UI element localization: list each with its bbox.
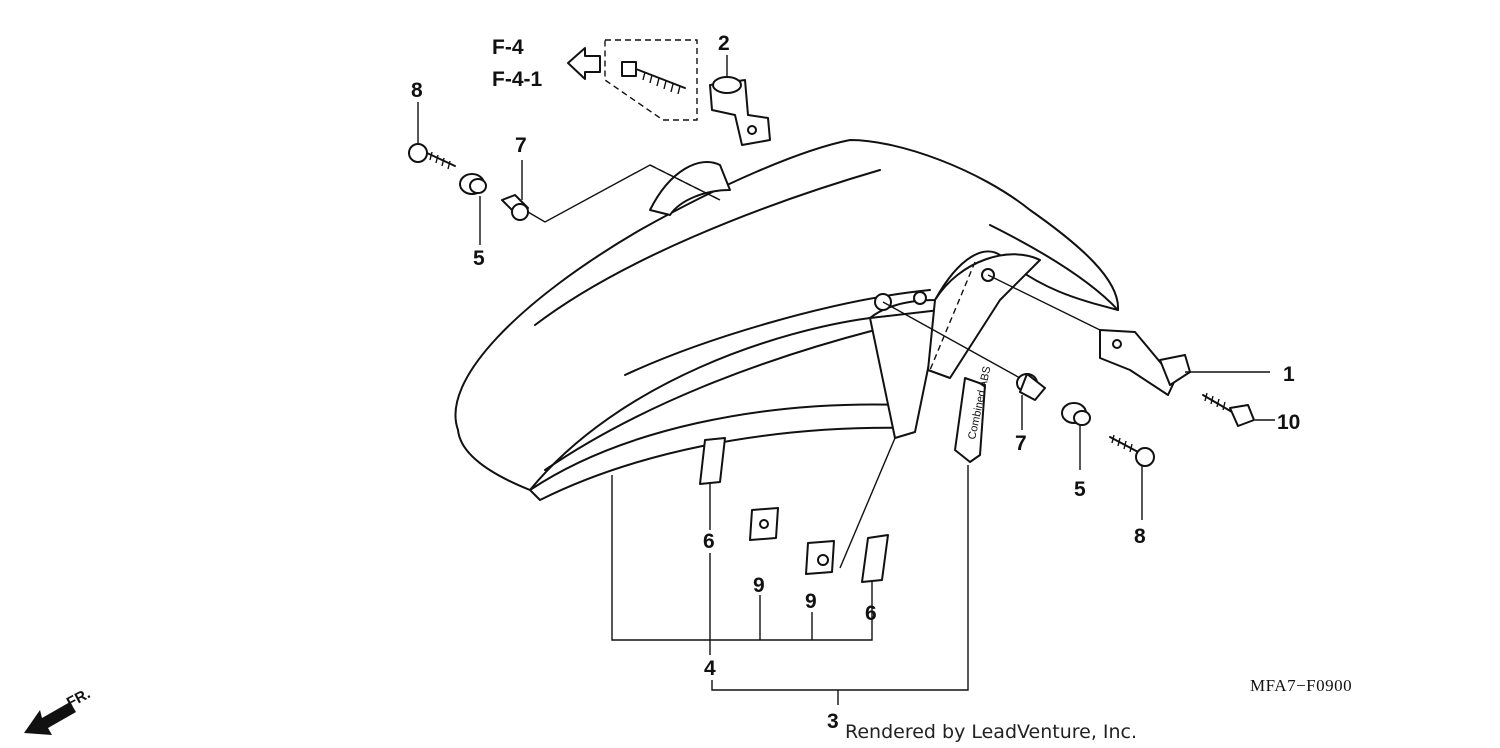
front-fender [454,139,1120,501]
reference-label-f4-1: F-4-1 [492,68,542,91]
credit-text: Rendered by LeadVenture, Inc. [845,721,1137,743]
callout-10: 10 [1277,411,1300,434]
part-8-bolt-right [1109,434,1155,467]
diagram-code: MFA7−F0900 [1250,676,1352,695]
callout-5-right: 5 [1074,478,1086,501]
callout-3: 3 [827,710,839,733]
part-9-clip-left [749,507,779,541]
callout-1: 1 [1283,363,1295,386]
callout-7-right: 7 [1015,432,1027,455]
callout-5-left: 5 [473,247,485,270]
part-5-grommet-left [459,173,487,195]
part-8-bolt-left [408,143,456,170]
front-direction-indicator: FR. [24,685,93,735]
part-10-bolt [1202,392,1255,427]
part-7-collar-left [501,194,529,221]
callout-9-left: 9 [753,574,765,597]
callout-9-right: 9 [805,590,817,613]
callout-6-left: 6 [703,530,715,553]
reference-bolt-box [604,39,698,121]
callout-2: 2 [718,32,730,55]
combined-abs-emblem: Combined ABS [954,365,993,463]
front-arrow-icon [24,702,76,735]
callout-8-right: 8 [1134,525,1146,548]
part-2-bracket [709,76,771,146]
part-6-pad-left [699,437,726,485]
leader-lines [417,55,1275,705]
reference-arrow [567,47,601,80]
reference-label-f4: F-4 [492,36,524,59]
part-5-grommet-right [1061,402,1091,426]
part-7-collar-right [1016,373,1046,401]
callout-6-right: 6 [865,602,877,625]
callout-7-left: 7 [515,134,527,157]
part-1-stay [1099,329,1191,396]
part-6-pad-right [861,534,889,583]
callout-4: 4 [704,657,716,680]
callout-8-left: 8 [411,79,423,102]
part-9-clip-right [805,540,835,575]
